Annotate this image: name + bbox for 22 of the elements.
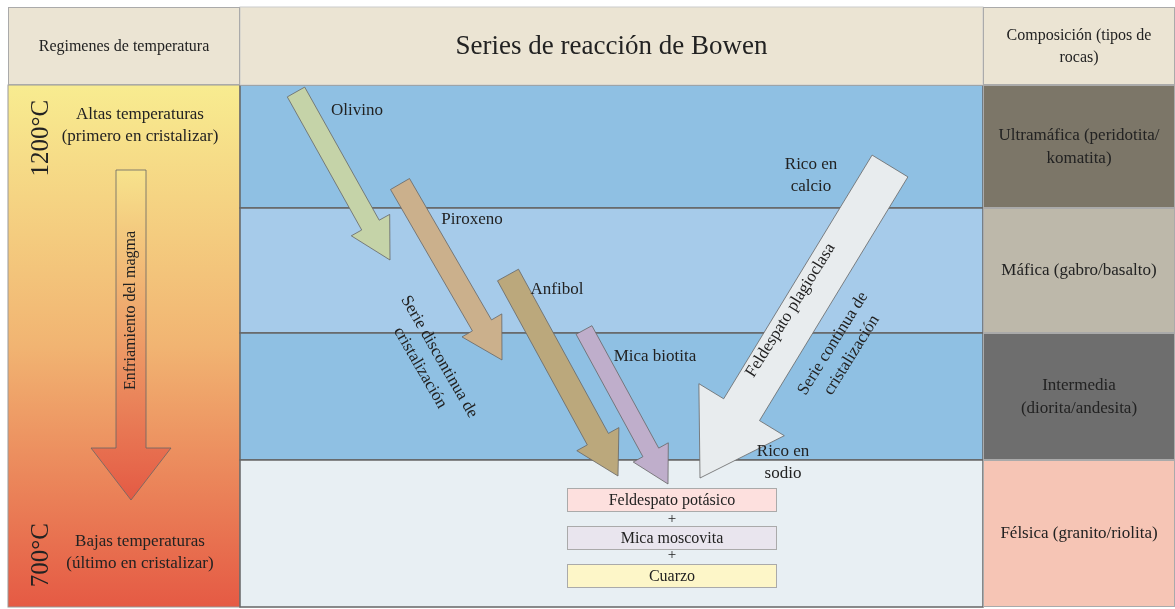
rock-type-cell: Máfica (gabro/basalto) bbox=[983, 208, 1175, 333]
mineral-box: Mica moscovita bbox=[567, 526, 777, 550]
mineral-box: Cuarzo bbox=[567, 564, 777, 588]
mineral-label: Olivino bbox=[331, 98, 383, 121]
note-text: Rico en calcio bbox=[783, 152, 839, 197]
rock-type-cell: Félsica (granito/riolita) bbox=[983, 460, 1175, 607]
rock-type-cell: Ultramáfica (peridotita/ komatita) bbox=[983, 85, 1175, 208]
column-header: Composición (tipos de rocas) bbox=[983, 7, 1175, 85]
temperature-label: 1200°C bbox=[24, 99, 54, 177]
rock-type-cell: Intermedia (diorita/andesita) bbox=[983, 333, 1175, 460]
plus-sign: + bbox=[667, 509, 677, 529]
mineral-label: Piroxeno bbox=[441, 207, 503, 230]
mineral-box: Feldespato potásico bbox=[567, 488, 777, 512]
mineral-label: Anfibol bbox=[530, 277, 584, 300]
arrow-label: Enfriamiento del magma bbox=[120, 230, 140, 390]
title: Series de reacción de Bowen bbox=[454, 29, 769, 62]
note-text: Bajas temperaturas (último en cristalizar) bbox=[65, 529, 215, 574]
note-text: Altas temperaturas (primero en cristalizar) bbox=[60, 102, 220, 147]
temperature-label: 700°C bbox=[24, 522, 54, 588]
note-text: Rico en sodio bbox=[755, 439, 811, 484]
mineral-label: Mica biotita bbox=[613, 344, 697, 367]
column-header: Regimenes de temperatura bbox=[8, 7, 240, 85]
